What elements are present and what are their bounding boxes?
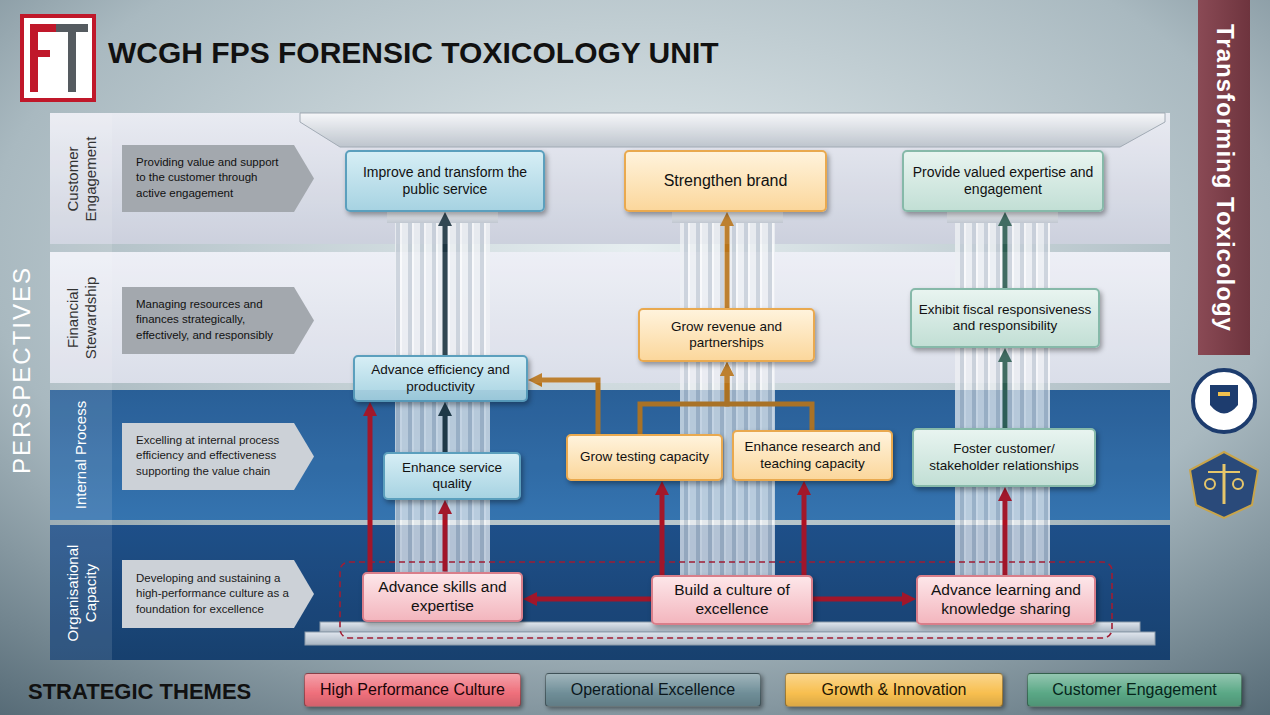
page-title: WCGH FPS FORENSIC TOXICOLOGY UNIT	[108, 36, 719, 70]
objective-box: Advance skills and expertise	[362, 572, 523, 622]
perspective-description: Managing resources and finances strategi…	[122, 287, 314, 354]
band-fill	[50, 252, 1170, 383]
university-crest	[1193, 370, 1255, 432]
crest-shield	[1210, 385, 1238, 414]
badge-pan	[1205, 479, 1215, 489]
crest-bar	[1218, 392, 1230, 396]
node-text: Excelling at internal process efficiency…	[122, 429, 314, 484]
objective-box: Enhance research and teaching capacity	[732, 430, 893, 481]
node-text: Financial Stewardship	[63, 257, 99, 378]
objective-box: Strengthen brand	[624, 150, 827, 212]
legend-text: Customer Engagement	[1052, 681, 1217, 699]
objective-box: Provide valued expertise and engagement	[902, 150, 1104, 212]
logo-frame	[22, 16, 94, 100]
legend-text: High Performance Culture	[320, 681, 505, 699]
arrow-shape	[122, 560, 314, 628]
badge-pan	[1233, 479, 1243, 489]
node-text: Advance skills and expertise	[370, 578, 515, 615]
perspective-band: Organisational Capacity Developing and su…	[50, 525, 1170, 660]
node-text: Developing and sustaining a high-perform…	[122, 567, 314, 622]
perspective-description: Developing and sustaining a high-perform…	[122, 560, 314, 628]
objective-box: Enhance service quality	[383, 452, 521, 500]
node-text: Organisational Capacity	[63, 530, 99, 655]
perspective-description: Excelling at internal process efficiency…	[122, 423, 314, 490]
objective-box: Foster customer/ stakeholder relationshi…	[912, 428, 1096, 487]
perspective-band: Customer Engagement Providing value and s…	[50, 113, 1170, 244]
node-text: Foster customer/ stakeholder relationshi…	[920, 441, 1088, 473]
node-text: Managing resources and finances strategi…	[122, 293, 314, 348]
band-heading: Financial Stewardship	[53, 257, 109, 378]
node-text: Enhance research and teaching capacity	[740, 439, 885, 471]
crest-ring	[1193, 370, 1255, 432]
band-heading: Organisational Capacity	[53, 530, 109, 655]
perspective-band: Financial Stewardship Managing resources …	[50, 252, 1170, 383]
node-text: Improve and transform the public service	[353, 164, 537, 198]
legend-swatch: Operational Excellence	[545, 673, 761, 707]
node-text: Grow testing capacity	[580, 449, 709, 465]
arrow-shape	[122, 423, 314, 490]
node-text: Provide valued expertise and engagement	[910, 164, 1096, 198]
side-banner: Transforming Toxicology	[1198, 0, 1250, 355]
legend-swatch: Customer Engagement	[1027, 673, 1242, 707]
objective-box: Improve and transform the public service	[345, 150, 545, 212]
node-text: Providing value and support to the custo…	[122, 151, 314, 206]
axis-label: PERSPECTIVES	[4, 260, 40, 480]
arrow-shape	[122, 145, 314, 212]
objective-box: Grow testing capacity	[566, 434, 723, 481]
legend-swatch: High Performance Culture	[304, 673, 521, 707]
legend-heading: STRATEGIC THEMES	[28, 677, 288, 707]
band-fill	[50, 390, 1170, 520]
objective-box: Build a culture of excellence	[651, 575, 813, 625]
badge-staff	[1223, 464, 1226, 504]
logo-bar	[68, 24, 76, 92]
objective-box: Exhibit fiscal responsiveness and respon…	[910, 288, 1100, 348]
perspective-band: Internal Process Excelling at internal pr…	[50, 390, 1170, 520]
logo-bar	[30, 24, 38, 92]
node-text: Transforming Toxicology	[1210, 24, 1238, 332]
node-text: Exhibit fiscal responsiveness and respon…	[918, 302, 1092, 334]
objective-box: Grow revenue and partnerships	[638, 308, 815, 362]
badge-shield	[1190, 452, 1258, 518]
legend-swatch: Growth & Innovation	[785, 673, 1003, 707]
node-text: Grow revenue and partnerships	[646, 319, 807, 351]
arrow-shape	[122, 287, 314, 354]
logo-bar	[30, 50, 50, 57]
node-text: Strengthen brand	[664, 171, 788, 190]
node-text: Advance learning and knowledge sharing	[924, 581, 1088, 618]
node-text: Internal Process	[72, 401, 90, 509]
legend-text: Operational Excellence	[571, 681, 736, 699]
band-heading: Customer Engagement	[53, 118, 109, 239]
band-fill	[50, 113, 1170, 244]
node-text: Enhance service quality	[391, 460, 513, 492]
node-text: Customer Engagement	[63, 118, 99, 239]
band-heading: Internal Process	[53, 395, 109, 515]
band-fill	[50, 525, 1170, 660]
unit-logo	[22, 16, 94, 100]
node-text: Build a culture of excellence	[659, 581, 805, 618]
badge-scale	[1208, 471, 1240, 473]
forensic-badge	[1190, 452, 1258, 518]
legend-text: Growth & Innovation	[822, 681, 967, 699]
objective-box: Advance learning and knowledge sharing	[916, 575, 1096, 625]
side-banner-text: Transforming Toxicology	[1198, 6, 1250, 349]
perspective-description: Providing value and support to the custo…	[122, 145, 314, 212]
